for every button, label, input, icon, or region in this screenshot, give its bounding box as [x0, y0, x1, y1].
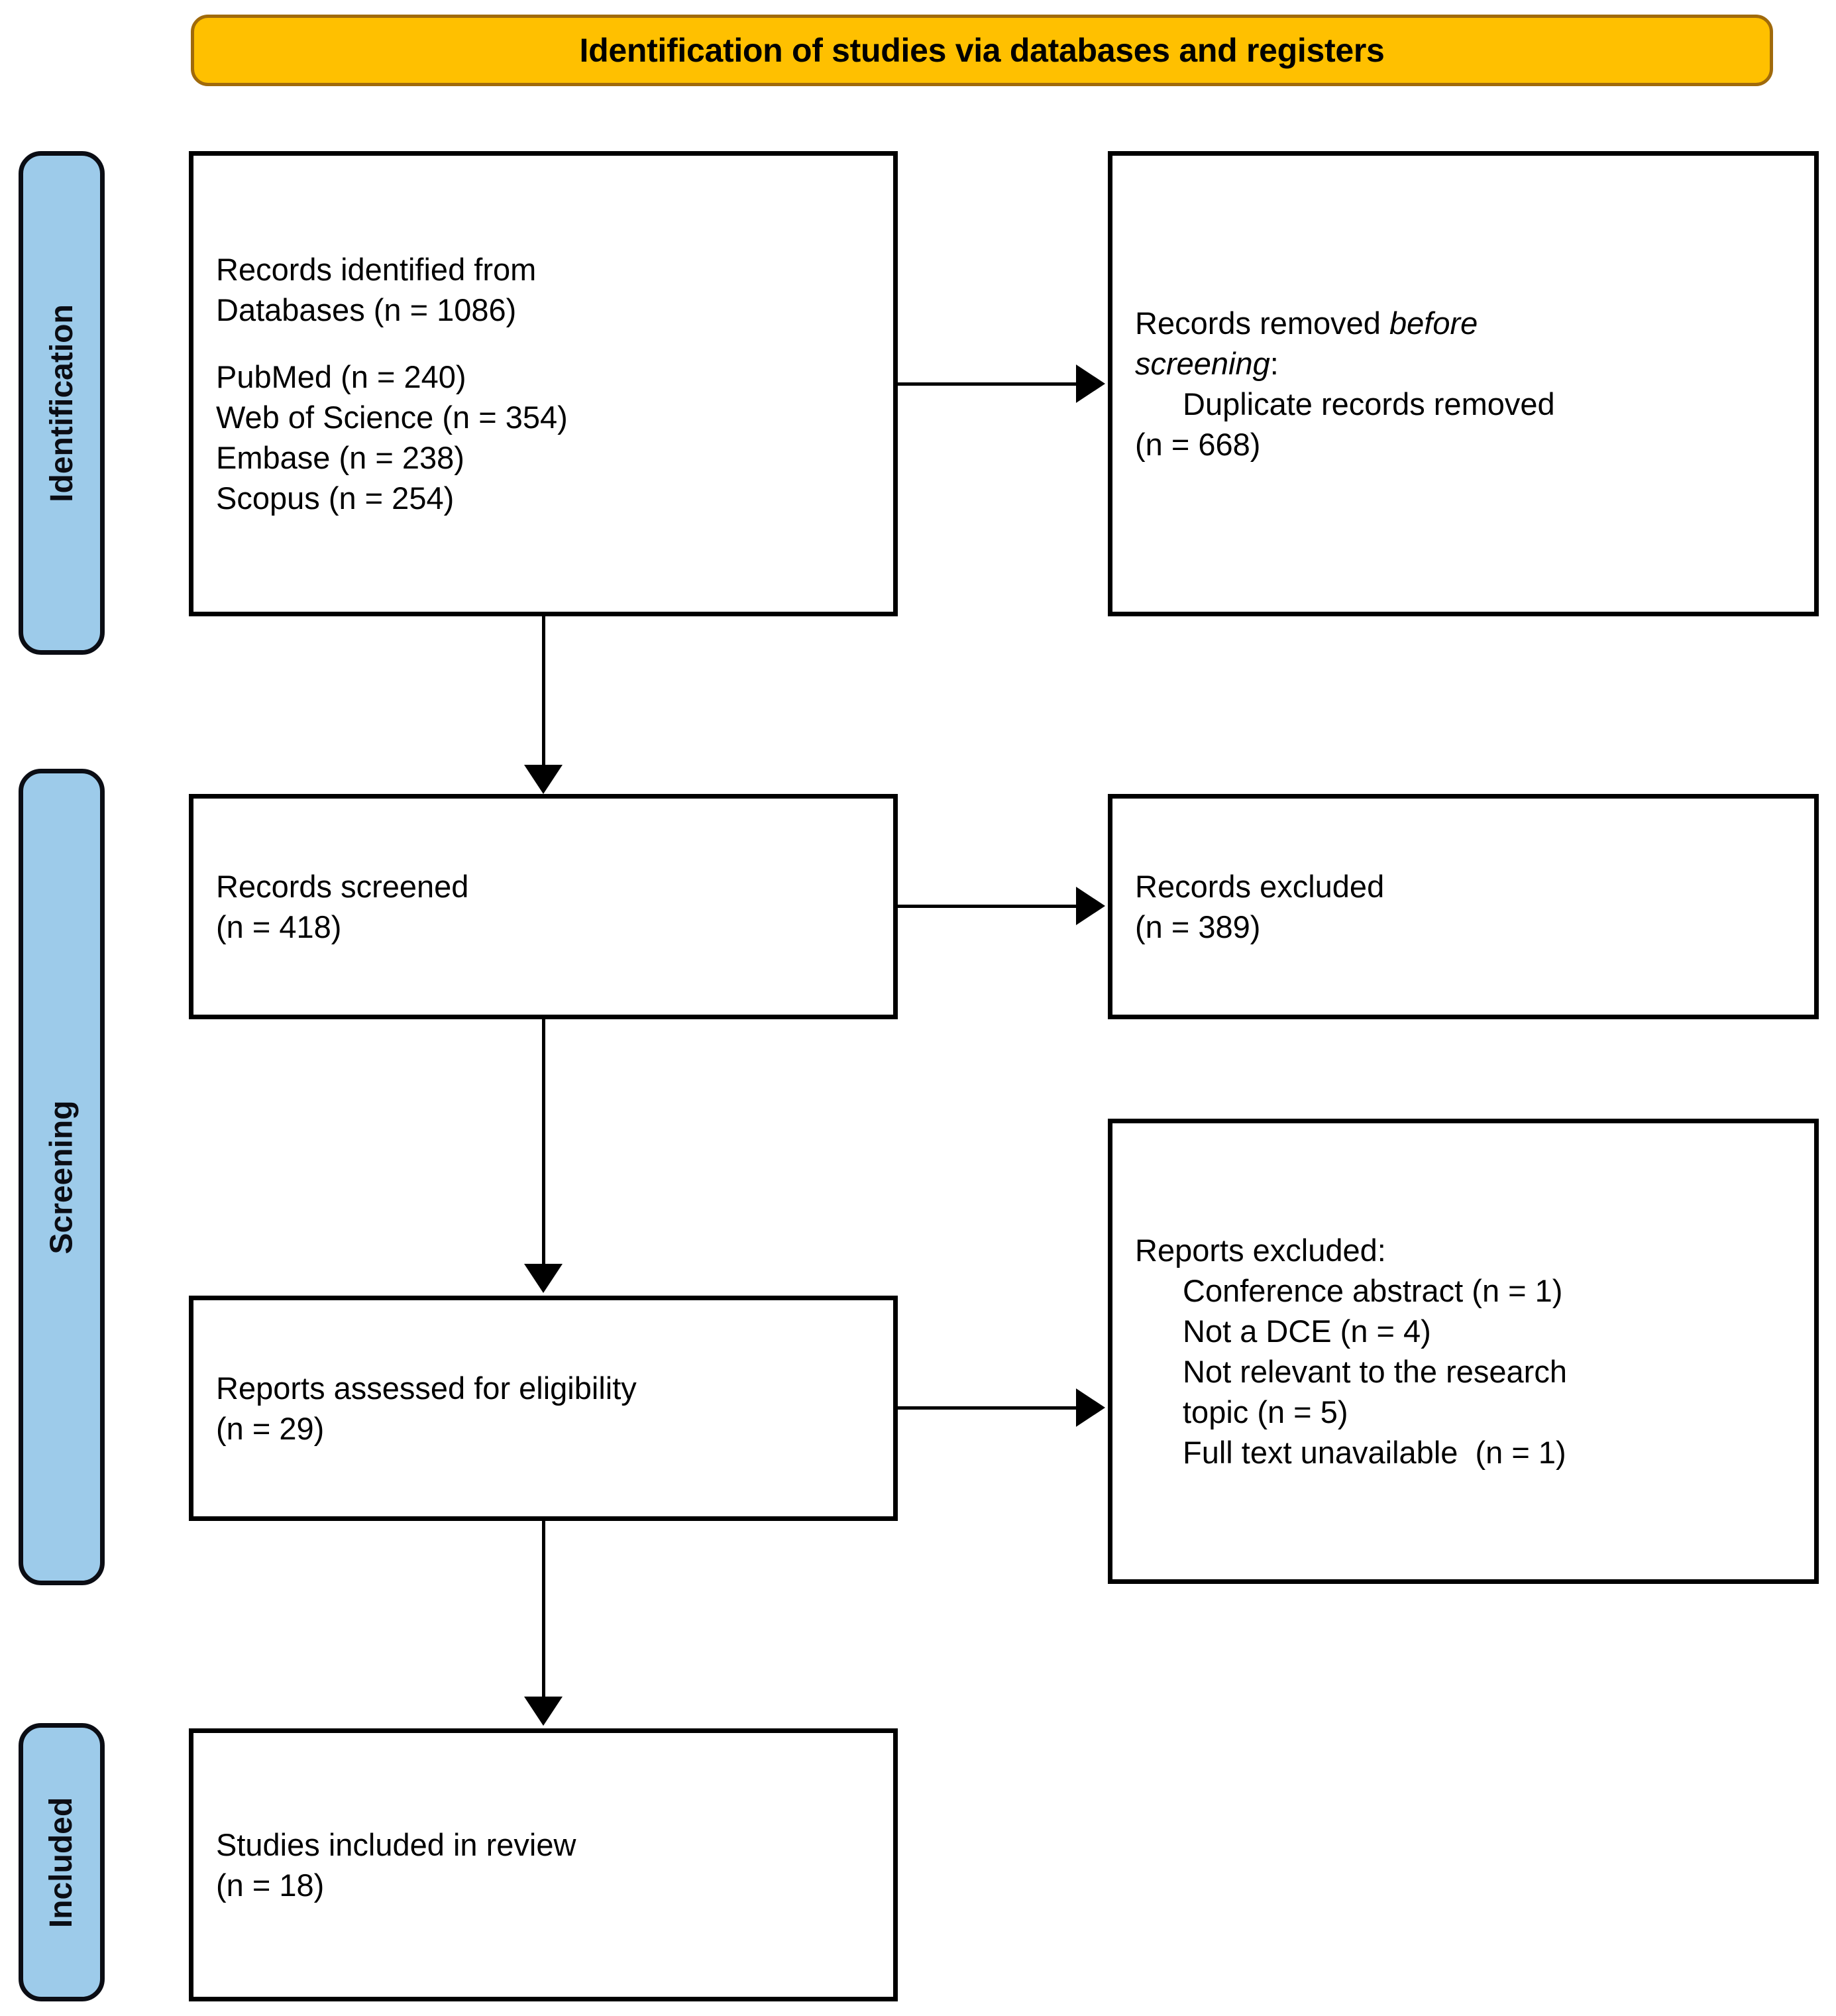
records-removed-line-1: Records removed before	[1135, 303, 1792, 343]
records-identified-source-web-of-science: Web of Science (n = 354)	[216, 399, 568, 435]
arrow-down-icon-eligibility-to-included	[524, 1697, 563, 1726]
stage-rail-label-screening: Screening	[44, 1099, 80, 1255]
reports-excluded-heading: Reports excluded:	[1135, 1232, 1386, 1268]
box-records-screened: Records screened (n = 418)	[189, 794, 898, 1019]
studies-included-label: Studies included in review	[216, 1826, 576, 1862]
records-removed-line-2: screening:	[1135, 343, 1792, 384]
records-removed-line-1-italic: before	[1389, 305, 1478, 341]
records-identified-source-embase: Embase (n = 238)	[216, 440, 464, 476]
stage-rail-screening: Screening	[19, 769, 105, 1585]
box-reports-assessed-for-eligibility: Reports assessed for eligibility (n = 29…	[189, 1296, 898, 1521]
reports-eligibility-label: Reports assessed for eligibility	[216, 1370, 637, 1406]
records-removed-line-2-italic: screening	[1135, 345, 1270, 381]
records-identified-source-pubmed: PubMed (n = 240)	[216, 359, 466, 394]
records-identified-source-scopus: Scopus (n = 254)	[216, 480, 455, 516]
records-removed-line-1-plain: Records removed	[1135, 305, 1389, 341]
arrow-down-icon-screened-to-eligibility	[524, 1264, 563, 1293]
records-removed-line-2-plain: :	[1269, 345, 1279, 381]
connector-eligibility-to-reports-excluded-line	[898, 1406, 1079, 1410]
stage-rail-included: Included	[19, 1723, 105, 2001]
connector-identified-to-screened-line	[542, 616, 545, 767]
reports-excluded-reason-not-relevant-b: topic (n = 5)	[1183, 1394, 1348, 1430]
studies-included-count: (n = 18)	[216, 1868, 325, 1903]
stage-rail-identification: Identification	[19, 151, 105, 655]
arrow-right-icon-eligibility-to-reports-excluded	[1076, 1388, 1105, 1427]
connector-eligibility-to-included-line	[542, 1521, 545, 1699]
connector-screened-to-eligibility-line	[542, 1019, 545, 1266]
box-records-removed-before-screening: Records removed before screening: Duplic…	[1108, 151, 1819, 616]
box-studies-included-in-review: Studies included in review (n = 18)	[189, 1728, 898, 2001]
diagram-title: Identification of studies via databases …	[579, 32, 1385, 69]
records-removed-duplicate-count: (n = 668)	[1135, 427, 1261, 463]
reports-eligibility-count: (n = 29)	[216, 1411, 325, 1446]
arrow-right-icon-screened-to-excluded	[1076, 887, 1105, 925]
box-records-identified: Records identified from Databases (n = 1…	[189, 151, 898, 616]
arrow-right-icon-identified-to-removed	[1076, 364, 1105, 403]
diagram-header-banner: Identification of studies via databases …	[191, 15, 1773, 86]
box-reports-excluded: Reports excluded: Conference abstract (n…	[1108, 1119, 1819, 1584]
records-removed-duplicate-label: Duplicate records removed	[1183, 386, 1555, 421]
stage-rail-label-included: Included	[44, 1797, 80, 1928]
reports-excluded-reason-full-text-unavailable: Full text unavailable (n = 1)	[1183, 1435, 1566, 1471]
records-excluded-label: Records excluded	[1135, 868, 1385, 904]
records-identified-line-1: Records identified from	[216, 251, 537, 287]
records-excluded-count: (n = 389)	[1135, 909, 1261, 944]
reports-excluded-reason-not-a-dce: Not a DCE (n = 4)	[1183, 1313, 1431, 1349]
arrow-down-icon-identified-to-screened	[524, 765, 563, 794]
connector-screened-to-excluded-line	[898, 905, 1079, 908]
records-screened-count: (n = 418)	[216, 909, 342, 944]
records-identified-spacer	[216, 330, 871, 357]
stage-rail-label-identification: Identification	[44, 304, 80, 502]
reports-excluded-reason-conference-abstract: Conference abstract (n = 1)	[1183, 1272, 1563, 1308]
reports-excluded-reason-not-relevant-a: Not relevant to the research	[1183, 1354, 1567, 1389]
records-screened-label: Records screened	[216, 868, 469, 904]
connector-identified-to-removed-line	[898, 382, 1079, 386]
records-identified-line-2: Databases (n = 1086)	[216, 292, 517, 327]
box-records-excluded: Records excluded (n = 389)	[1108, 794, 1819, 1019]
